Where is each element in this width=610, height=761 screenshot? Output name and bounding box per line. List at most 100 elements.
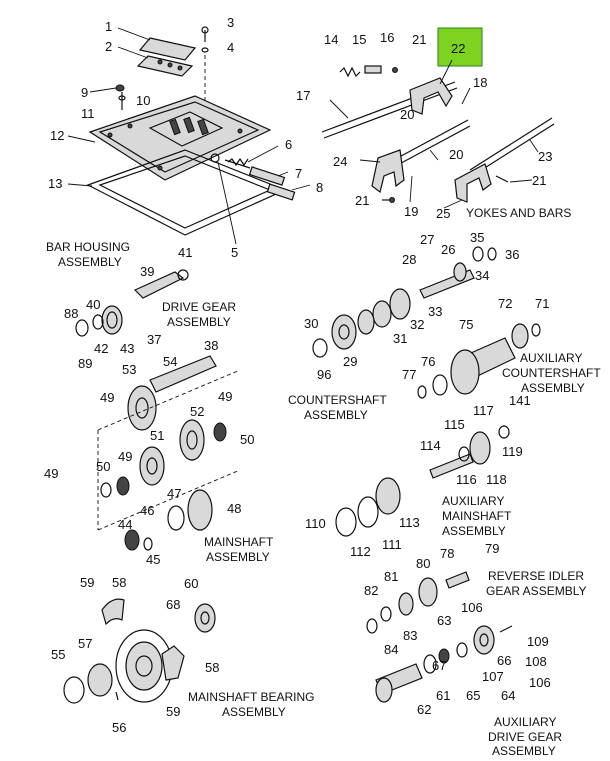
callout-115: 115 bbox=[444, 417, 465, 432]
part-43-gear bbox=[101, 305, 123, 335]
part-55-washer bbox=[63, 676, 85, 704]
callout-42: 42 bbox=[94, 341, 108, 356]
callout-51: 51 bbox=[150, 428, 164, 443]
callout-66: 66 bbox=[497, 653, 511, 668]
callout-59b: 59 bbox=[166, 704, 180, 719]
part-32-gear bbox=[372, 300, 392, 328]
callout-28: 28 bbox=[402, 252, 416, 267]
callout-22: 22 bbox=[451, 41, 465, 56]
callout-37: 37 bbox=[147, 332, 161, 347]
part-39-shaft bbox=[133, 271, 185, 299]
callout-118: 118 bbox=[486, 472, 507, 487]
countershaft-group bbox=[312, 246, 497, 358]
callout-31: 31 bbox=[393, 331, 407, 346]
callout-27: 27 bbox=[420, 232, 434, 247]
callout-61: 61 bbox=[436, 688, 450, 703]
callout-141: 141 bbox=[509, 393, 531, 408]
caption-aux-countershaft-1: AUXILIARY bbox=[520, 351, 582, 365]
callout-112: 112 bbox=[350, 544, 371, 559]
callout-107: 107 bbox=[482, 669, 504, 684]
part-117-washer bbox=[498, 425, 510, 439]
callout-114: 114 bbox=[420, 438, 441, 453]
caption-yokes-bars: YOKES AND BARS bbox=[466, 206, 571, 220]
callout-39: 39 bbox=[140, 264, 154, 279]
part-16-plunger bbox=[364, 65, 382, 74]
callout-62: 62 bbox=[417, 702, 431, 717]
caption-countershaft-2: ASSEMBLY bbox=[304, 408, 368, 422]
callout-63: 63 bbox=[437, 613, 451, 628]
yokes-bars-group bbox=[321, 65, 555, 203]
callout-11: 11 bbox=[81, 106, 95, 121]
part-44-bushing bbox=[124, 529, 140, 551]
part-8-plug bbox=[266, 183, 296, 201]
callout-111: 111 bbox=[382, 537, 402, 552]
callout-67: 67 bbox=[432, 658, 446, 673]
part-47-gear bbox=[167, 505, 185, 531]
callout-21a: 21 bbox=[412, 32, 426, 47]
callout-83: 83 bbox=[403, 628, 417, 643]
callout-116: 116 bbox=[456, 472, 477, 487]
part-2-plate bbox=[136, 55, 194, 77]
callout-21b: 21 bbox=[355, 193, 369, 208]
part-46-ring bbox=[143, 537, 153, 551]
callout-4: 4 bbox=[227, 40, 234, 55]
callout-44: 44 bbox=[118, 517, 132, 532]
callout-14: 14 bbox=[324, 32, 338, 47]
callout-52: 52 bbox=[190, 404, 204, 419]
callout-89: 89 bbox=[78, 356, 92, 371]
part-36-washer bbox=[487, 247, 497, 261]
caption-aux-countershaft-3: ASSEMBLY bbox=[521, 381, 585, 395]
caption-countershaft-1: COUNTERSHAFT bbox=[288, 393, 387, 407]
part-81-bearing bbox=[398, 592, 414, 616]
part-14-spring bbox=[339, 66, 361, 78]
callout-84: 84 bbox=[384, 642, 398, 657]
callout-81: 81 bbox=[384, 569, 398, 584]
callout-96: 96 bbox=[317, 367, 331, 382]
part-33-gear bbox=[389, 288, 411, 320]
callout-29: 29 bbox=[343, 354, 357, 369]
aux-mainshaft-group bbox=[335, 425, 510, 537]
part-34-bearing bbox=[453, 262, 467, 282]
callout-108: 108 bbox=[525, 654, 547, 669]
callout-60: 60 bbox=[184, 576, 198, 591]
part-56-pin bbox=[115, 691, 119, 701]
callout-41: 41 bbox=[178, 245, 192, 260]
callout-79: 79 bbox=[485, 541, 499, 556]
part-76-bearing bbox=[432, 374, 448, 396]
part-66-gear bbox=[473, 625, 495, 655]
callout-labels: 1 2 3 4 5 6 7 8 9 10 11 12 13 14 15 16 1… bbox=[44, 15, 552, 735]
callout-20a: 20 bbox=[400, 107, 414, 122]
part-84-washer bbox=[366, 618, 378, 634]
callout-68: 68 bbox=[166, 597, 180, 612]
part-115-ring bbox=[458, 446, 470, 462]
part-25-yoke bbox=[454, 163, 492, 203]
part-49-washer bbox=[213, 422, 227, 442]
callout-36: 36 bbox=[505, 247, 519, 262]
part-88-ring bbox=[75, 319, 89, 337]
part-60-bearing bbox=[194, 603, 216, 633]
callout-54: 54 bbox=[163, 354, 177, 369]
part-118-gear bbox=[469, 431, 491, 465]
part-82-washer bbox=[380, 606, 392, 622]
callout-64: 64 bbox=[501, 688, 515, 703]
callout-119: 119 bbox=[502, 444, 523, 459]
callout-7: 7 bbox=[295, 166, 302, 181]
part-40-ring bbox=[92, 314, 104, 330]
callout-40: 40 bbox=[86, 297, 100, 312]
part-96-bearing bbox=[312, 338, 328, 358]
callout-77: 77 bbox=[402, 367, 416, 382]
part-57-bearing bbox=[87, 663, 113, 697]
callout-32: 32 bbox=[410, 317, 424, 332]
part-71-ring bbox=[531, 323, 541, 337]
callout-88: 88 bbox=[64, 306, 78, 321]
part-30-gear bbox=[331, 314, 357, 350]
callout-19: 19 bbox=[404, 204, 418, 219]
mainshaft-group bbox=[97, 355, 241, 551]
callout-20b: 20 bbox=[449, 147, 463, 162]
part-23-bar bbox=[469, 117, 553, 171]
caption-mainshaft-1: MAINSHAFT bbox=[204, 535, 274, 549]
callout-106a: 106 bbox=[461, 600, 483, 615]
part-107-washer bbox=[456, 642, 468, 658]
caption-aux-mainshaft-1: AUXILIARY bbox=[442, 494, 504, 508]
